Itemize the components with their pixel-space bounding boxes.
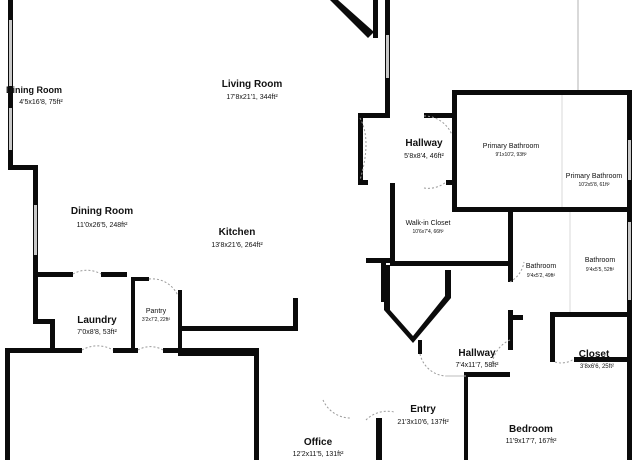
room-dims: 12'2x11'5, 131ft² xyxy=(293,451,344,458)
room-dims: 9'1x10'2, 93ft² xyxy=(495,152,526,158)
room-name: Dining Room xyxy=(6,85,62,95)
room-dims: 9'4x5'5, 52ft² xyxy=(586,267,615,273)
room-dims: 11'0x26'5, 248ft² xyxy=(77,222,128,229)
room-dims: 7'4x11'7, 58ft² xyxy=(455,362,499,369)
room-name: Primary Bathroom xyxy=(566,173,623,180)
room-labels: Dining Room 4'5x16'8, 75ft² Living Room … xyxy=(6,79,622,458)
room-name: Kitchen xyxy=(219,227,256,238)
walls xyxy=(5,0,632,460)
room-dims: 21'3x10'6, 137ft² xyxy=(397,419,449,426)
room-name: Bathroom xyxy=(526,263,557,270)
room-name: Entry xyxy=(410,404,436,415)
room-name: Pantry xyxy=(146,308,167,315)
room-dims: 4'5x16'8, 75ft² xyxy=(19,99,63,106)
room-name: Bedroom xyxy=(509,424,553,435)
room-dims: 11'9x17'7, 167ft² xyxy=(506,438,557,445)
doors xyxy=(72,115,575,421)
room-name: Living Room xyxy=(222,79,283,90)
windows xyxy=(9,0,631,312)
room-name: Hallway xyxy=(405,138,443,149)
room-name: Closet xyxy=(579,349,610,360)
room-name: Primary Bathroom xyxy=(483,143,540,150)
room-dims: 9'4x5'2, 49ft² xyxy=(527,273,556,279)
room-dims: 5'8x8'4, 46ft² xyxy=(404,153,444,160)
room-dims: 3'8x6'6, 25ft² xyxy=(580,364,614,370)
room-dims: 10'6x7'4, 66ft² xyxy=(412,229,443,235)
room-name: Office xyxy=(304,437,333,448)
room-dims: 10'2x5'8, 61ft² xyxy=(578,182,609,188)
room-dims: 3'2x7'2, 22ft² xyxy=(142,317,171,323)
room-name: Dining Room xyxy=(71,206,133,217)
room-name: Laundry xyxy=(77,315,117,326)
room-name: Bathroom xyxy=(585,257,616,264)
room-dims: 13'8x21'6, 264ft² xyxy=(211,242,263,249)
room-name: Hallway xyxy=(458,348,496,359)
room-dims: 7'0x8'8, 53ft² xyxy=(77,329,117,336)
room-name: Walk-in Closet xyxy=(406,220,451,227)
room-dims: 17'8x21'1, 344ft² xyxy=(226,94,278,101)
